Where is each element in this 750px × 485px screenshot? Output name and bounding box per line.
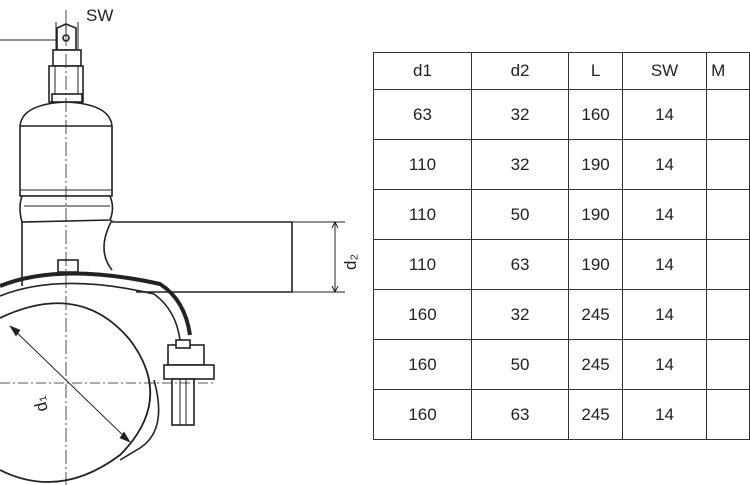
table-cell: 63 <box>470 389 570 440</box>
table-cell: 160 <box>373 339 472 390</box>
table-cell: 32 <box>470 289 570 340</box>
d2-label: d₂ <box>341 254 360 270</box>
header-d1: d1 <box>373 52 472 90</box>
table-cell <box>706 289 750 340</box>
table-cell: 160 <box>373 289 472 340</box>
table-cell: 160 <box>373 389 472 440</box>
table-cell <box>706 89 750 140</box>
table-cell: 190 <box>568 139 623 190</box>
table-cell: 32 <box>470 139 570 190</box>
table-cell: 32 <box>470 89 570 140</box>
table-cell: 245 <box>568 389 623 440</box>
table-cell <box>706 389 750 440</box>
table-cell: 50 <box>470 339 570 390</box>
table-cell: 14 <box>621 339 708 390</box>
table-header-row: d1 d2 L SW M <box>373 52 750 90</box>
d1-label: d₁ <box>30 394 52 414</box>
header-sw: SW <box>621 52 708 90</box>
header-l: L <box>568 52 623 90</box>
table-cell: 14 <box>621 139 708 190</box>
table-cell <box>706 239 750 290</box>
table-cell: 14 <box>621 389 708 440</box>
table-cell: 190 <box>568 239 623 290</box>
table-cell: 245 <box>568 339 623 390</box>
header-d2: d2 <box>470 52 570 90</box>
table-cell: 14 <box>621 189 708 240</box>
saddle-technical-drawing: SW d₁ d₂ <box>0 6 360 485</box>
table-cell: 160 <box>568 89 623 140</box>
table-cell: 110 <box>373 189 472 240</box>
sw-label: SW <box>86 6 113 25</box>
table-cell: 14 <box>621 289 708 340</box>
table-cell: 245 <box>568 289 623 340</box>
table-cell: 110 <box>373 239 472 290</box>
table-cell: 63 <box>470 239 570 290</box>
table-cell: 63 <box>373 89 472 140</box>
table-cell: 50 <box>470 189 570 240</box>
table-cell: 14 <box>621 239 708 290</box>
table-cell: 190 <box>568 189 623 240</box>
table-cell <box>706 339 750 390</box>
table-cell: 14 <box>621 89 708 140</box>
table-cell <box>706 189 750 240</box>
table-cell: 110 <box>373 139 472 190</box>
table-cell <box>706 139 750 190</box>
header-m: M <box>706 52 750 90</box>
